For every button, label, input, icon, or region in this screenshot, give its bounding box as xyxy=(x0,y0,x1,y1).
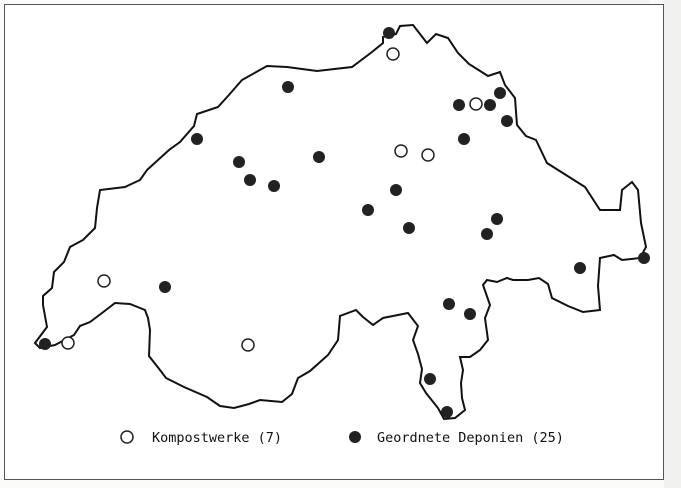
kompostwerk-marker xyxy=(241,338,255,352)
switzerland-border xyxy=(33,23,648,421)
deponie-marker xyxy=(390,184,402,196)
deponie-marker xyxy=(458,133,470,145)
adjacent-text-edge xyxy=(480,0,650,6)
deponien-markers xyxy=(39,27,650,418)
kompostwerk-marker xyxy=(97,274,111,288)
deponie-marker xyxy=(424,373,436,385)
deponie-marker xyxy=(501,115,513,127)
kompostwerk-marker xyxy=(386,47,400,61)
deponie-marker xyxy=(39,338,51,350)
map-legend: Kompostwerke (7) Geordnete Deponien (25) xyxy=(120,430,564,446)
deponie-marker xyxy=(441,406,453,418)
deponie-marker xyxy=(244,174,256,186)
deponie-marker xyxy=(313,151,325,163)
deponie-marker xyxy=(464,308,476,320)
legend-label-kompostwerke: Kompostwerke (7) xyxy=(152,430,282,446)
deponie-marker xyxy=(403,222,415,234)
deponie-marker xyxy=(282,81,294,93)
deponie-marker xyxy=(159,281,171,293)
deponie-marker xyxy=(453,99,465,111)
deponie-marker xyxy=(268,180,280,192)
deponie-marker xyxy=(574,262,586,274)
legend-filled-circle-icon xyxy=(349,431,361,443)
kompostwerk-marker xyxy=(61,336,75,350)
adjacent-column-edge xyxy=(664,0,681,488)
kompostwerke-markers xyxy=(61,47,483,352)
legend-label-deponien: Geordnete Deponien (25) xyxy=(377,430,564,446)
deponie-marker xyxy=(233,156,245,168)
deponie-marker xyxy=(484,99,496,111)
deponie-marker xyxy=(383,27,395,39)
deponie-marker xyxy=(491,213,503,225)
deponie-marker xyxy=(191,133,203,145)
kompostwerk-marker xyxy=(394,144,408,158)
deponie-marker xyxy=(481,228,493,240)
figure-frame xyxy=(4,4,664,480)
kompostwerk-marker xyxy=(469,97,483,111)
deponie-marker xyxy=(494,87,506,99)
legend-open-circle-icon xyxy=(120,430,134,444)
deponie-marker xyxy=(443,298,455,310)
kompostwerk-marker xyxy=(421,148,435,162)
deponie-marker xyxy=(638,252,650,264)
deponie-marker xyxy=(362,204,374,216)
